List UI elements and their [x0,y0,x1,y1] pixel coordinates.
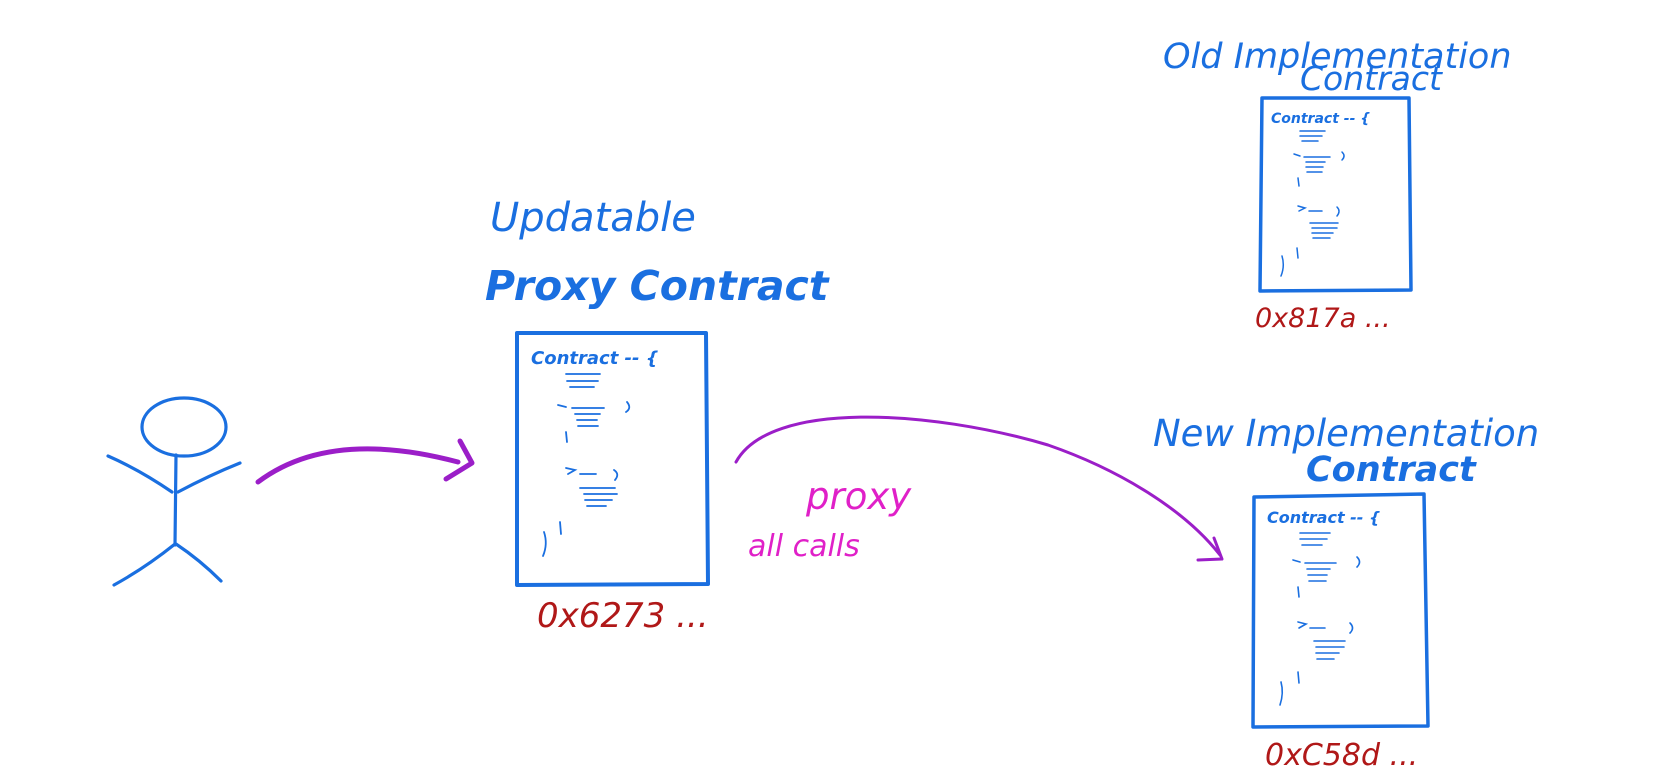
stick-figure-left-leg [112,542,177,587]
stick-figure-right-leg [174,542,223,583]
stick-figure-right-arm [176,461,242,494]
stick-figure-body [173,453,178,547]
old-impl-title-line1: Old Implementation [1163,37,1512,77]
old-impl-address: 0x817a ... [1255,303,1391,334]
new-impl-title-line2: Contract [1306,450,1477,490]
arrowhead-icon [443,438,475,482]
stick-figure-icon [106,396,242,587]
user-to-proxy-arrow [255,438,475,485]
proxy-to-new-implementation-arrow [734,415,1224,562]
old-impl-code-header: Contract -- { [1271,111,1370,127]
arrow-label-line2: all calls [748,529,860,564]
arrowhead-icon [1196,536,1224,562]
new-impl-code-header: Contract -- { [1267,508,1380,527]
proxy-code-header: Contract -- { [531,348,659,369]
proxy-document-frame [515,331,710,587]
new-impl-title-line1: New Implementation [1153,412,1539,455]
arrow-label-line1: proxy [805,475,912,518]
old-impl-code-scribbles [1280,130,1345,277]
proxy-code-scribbles [542,373,631,557]
stick-figure-head [140,396,228,458]
proxy-address: 0x6273 ... [537,596,709,636]
proxy-title-line1: Updatable [490,195,696,241]
old-impl-title-line2: Contract [1300,59,1443,98]
old-impl-contract-document: Contract -- { 0x817a ... [1255,96,1413,334]
new-impl-code-scribbles [1279,532,1361,706]
proxy-contract-document: Contract -- { 0x6273 ... [515,331,710,636]
old-impl-document-frame [1258,96,1413,293]
new-impl-contract-document: Contract -- { 0xC58d ... [1251,492,1430,773]
proxy-title-line2: Proxy Contract [485,262,830,310]
new-impl-document-frame [1251,492,1430,729]
new-impl-address: 0xC58d ... [1265,738,1418,773]
stick-figure-left-arm [106,454,174,494]
